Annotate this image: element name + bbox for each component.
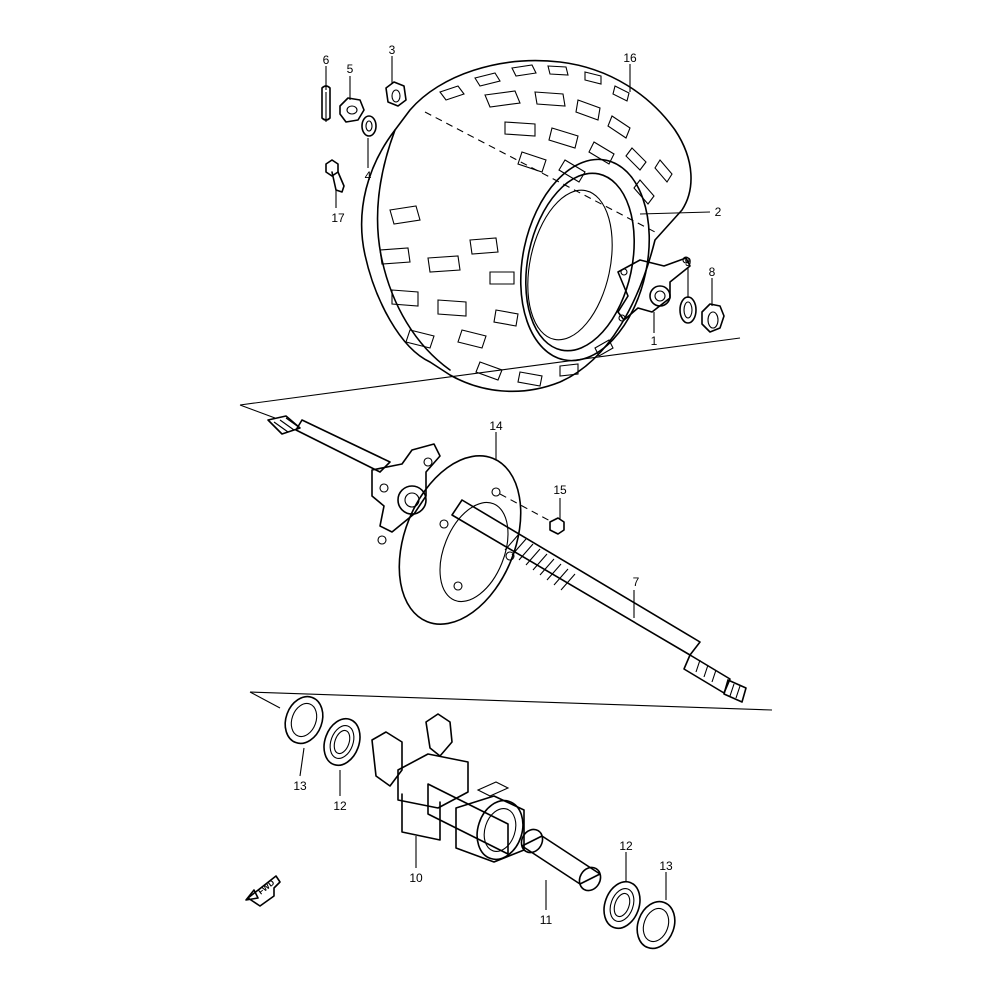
plane-line-lower <box>249 691 773 711</box>
cotter-pin-6 <box>321 85 331 122</box>
spacer-11 <box>520 828 602 892</box>
callout-16: 16 <box>623 51 637 65</box>
bearing-12-right <box>603 880 641 930</box>
callout-12-left: 12 <box>333 799 347 813</box>
callout-12-right: 12 <box>619 839 633 853</box>
callout-3: 3 <box>389 43 396 57</box>
callout-5: 5 <box>347 62 354 76</box>
callout-4: 4 <box>365 169 372 183</box>
bolt-15 <box>549 517 565 535</box>
callout-7: 7 <box>633 575 640 589</box>
castle-nut-5 <box>339 97 365 123</box>
callout-13-left: 13 <box>293 779 307 793</box>
callout-10: 10 <box>409 871 423 885</box>
callout-17: 17 <box>331 211 345 225</box>
nut-8 <box>701 303 725 333</box>
callout-numbers: 6 5 3 4 17 16 2 9 8 1 14 15 7 13 12 10 1… <box>293 43 721 927</box>
callout-2: 2 <box>715 205 722 219</box>
callout-13-right: 13 <box>659 859 673 873</box>
axle-housing-10 <box>371 713 525 863</box>
washer-4 <box>361 115 377 137</box>
rear-axle-7 <box>267 415 747 703</box>
cap-3 <box>385 81 407 107</box>
oil-seal-13-left <box>284 695 324 745</box>
callout-14: 14 <box>489 419 503 433</box>
brake-disc-14 <box>398 455 553 625</box>
stud-17 <box>325 159 345 193</box>
callout-8: 8 <box>709 265 716 279</box>
plane-line-lower-b <box>249 691 281 709</box>
tire-16 <box>360 59 692 393</box>
leader-lines <box>299 56 713 910</box>
forward-arrow-icon: FWD <box>245 875 281 907</box>
callout-15: 15 <box>553 483 567 497</box>
bearing-12-left <box>323 717 361 767</box>
plane-line-upper-b <box>239 404 276 419</box>
oil-seal-13-right <box>636 900 676 950</box>
callout-9: 9 <box>685 255 692 269</box>
plane-line-upper <box>239 337 741 406</box>
callout-1: 1 <box>651 334 658 348</box>
callout-11: 11 <box>540 913 553 927</box>
callout-6: 6 <box>323 53 330 67</box>
washer-9 <box>679 296 697 324</box>
wheel-hub-1 <box>617 256 691 322</box>
